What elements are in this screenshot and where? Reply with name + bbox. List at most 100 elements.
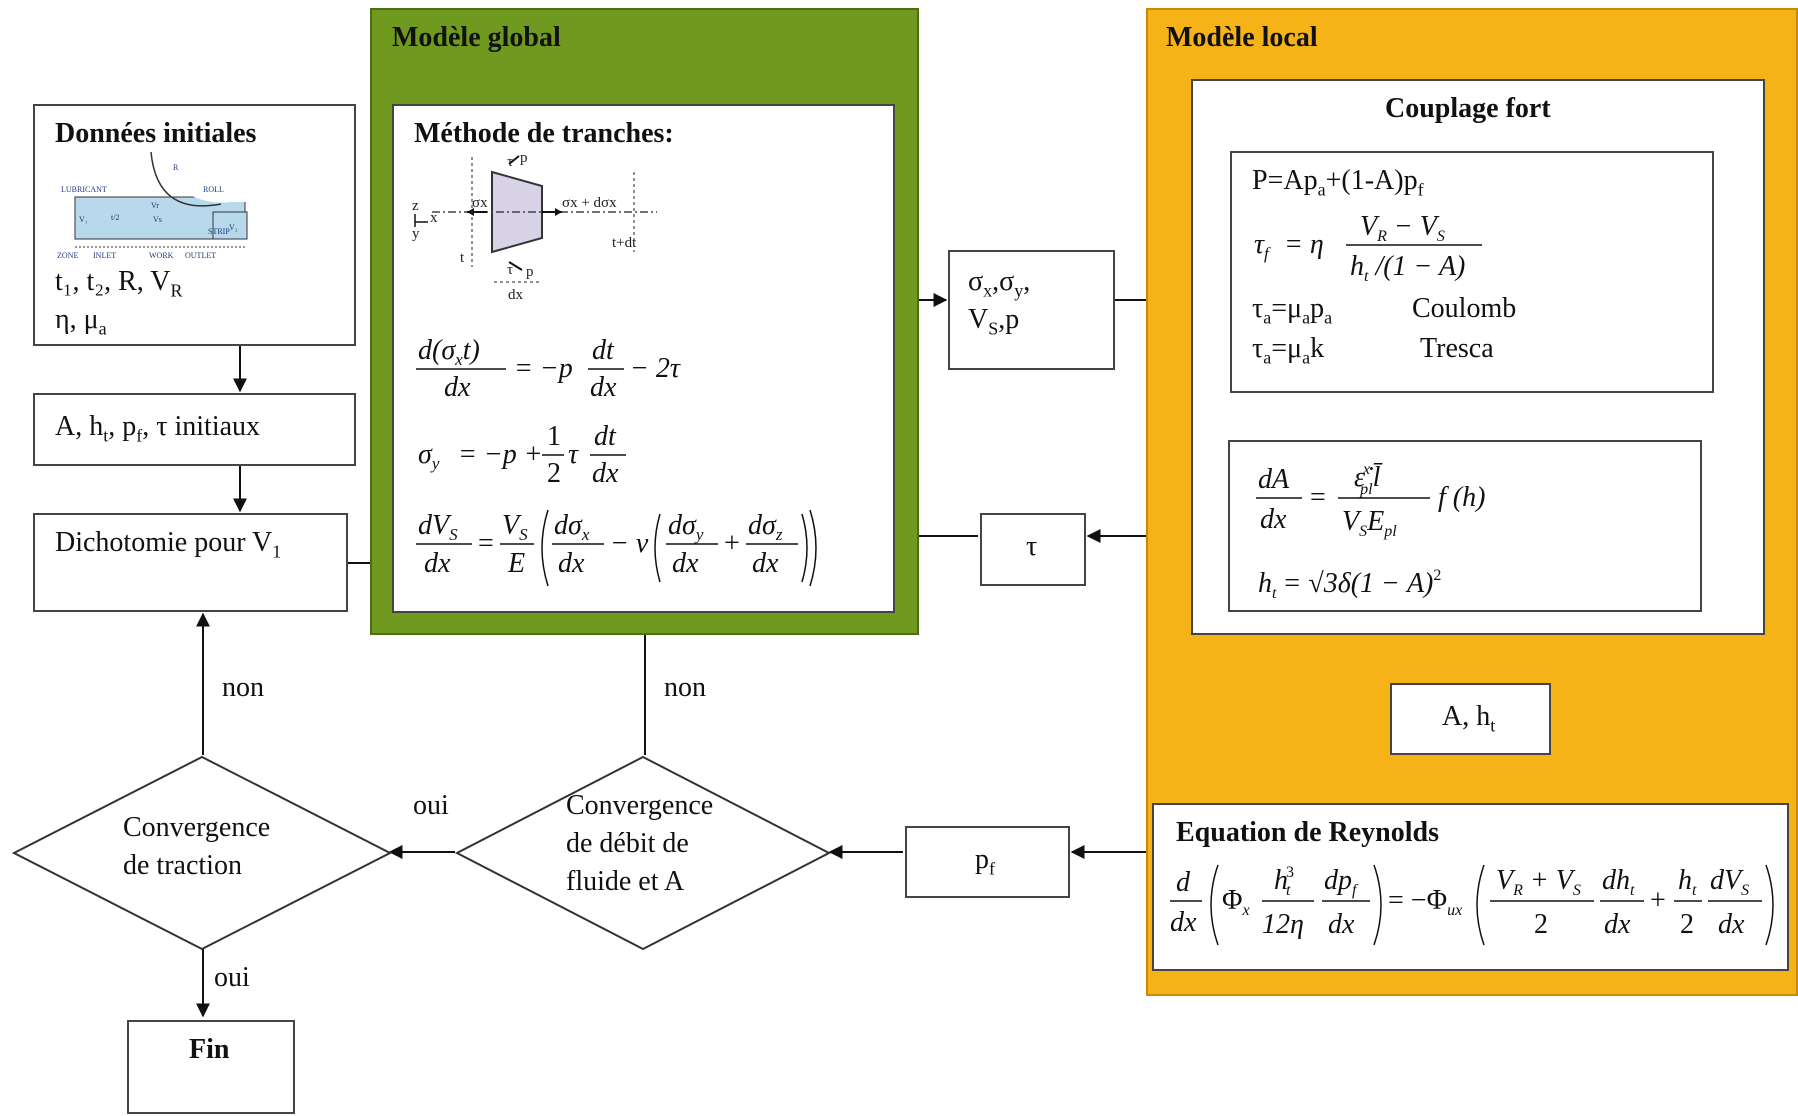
svg-text:ht /(1 − A): ht /(1 − A): [1350, 251, 1465, 283]
sketch-outlet: OUTLET: [185, 251, 216, 260]
svg-text:dA: dA: [1258, 464, 1290, 495]
traction-convergence-diamond: [12, 755, 392, 951]
sketch-inlet: INLET: [93, 251, 116, 260]
label-non-flow: non: [664, 672, 706, 703]
svg-text:dx: dx: [558, 548, 585, 579]
svg-text:dx: dx: [590, 372, 617, 402]
sketch-y: y: [412, 226, 420, 242]
svg-text:dx: dx: [444, 372, 471, 402]
local-model-title: Modèle local: [1166, 22, 1318, 53]
svg-text:12η: 12η: [1262, 909, 1304, 940]
sketch-dx: dx: [508, 287, 524, 303]
sketch-tau-top: τ: [507, 154, 513, 170]
equation-fluid-shear: τf = η VR − VS ht /(1 − A): [1254, 211, 1482, 283]
initial-data-title: Données initiales: [55, 118, 257, 149]
svg-text:τ: τ: [568, 439, 579, 470]
flow-convergence-line3: fluide et A: [566, 866, 685, 897]
svg-text:dt: dt: [592, 335, 615, 366]
sketch-z: z: [412, 198, 419, 214]
slices-method-box: Méthode de tranches: σx σx + dσx τ p τ p…: [392, 104, 895, 613]
svg-text:dht: dht: [1602, 865, 1635, 899]
svg-text:= −p: = −p: [514, 353, 573, 384]
initial-data-line1: t₁, t₂, R, VR: [55, 266, 183, 301]
sketch-t: t: [460, 250, 465, 266]
sketch-sigma-x: σx: [472, 195, 488, 211]
end-box: Fin: [127, 1020, 295, 1114]
equation-sigma-y: σy = −p + 1 2 τ dt dx: [418, 421, 626, 488]
reynolds-title: Equation de Reynolds: [1176, 817, 1439, 848]
svg-text:ht= √3δ(1 − A)2: ht= √3δ(1 − A)2: [1258, 567, 1441, 602]
label-tresca: Tresca: [1420, 333, 1494, 364]
svg-text:dx: dx: [1604, 909, 1631, 940]
dichotomy-label: Dichotomie pour V1: [55, 527, 282, 562]
svg-text:dσy: dσy: [668, 510, 704, 544]
svg-text:VS: VS: [502, 510, 528, 544]
pf-box: pf: [905, 826, 1070, 898]
global-outputs-box: σx,σy, VS,p: [948, 250, 1115, 370]
flow-convergence-line1: Convergence: [566, 790, 714, 821]
tau-box: τ: [980, 513, 1086, 586]
svg-text:τf: τf: [1254, 229, 1271, 263]
traction-convergence-line2: de traction: [123, 850, 242, 881]
sketch-strip: STRIP: [208, 227, 230, 236]
end-label: Fin: [189, 1034, 230, 1065]
sketch-vr: Vr: [151, 201, 159, 210]
initial-values-label: A, ht, pf, τ initiaux: [55, 411, 261, 446]
svg-text:2: 2: [1534, 909, 1548, 940]
coupling-equations-box: P=Apa+(1-A)pf τf = η VR − VS ht /(1 − A)…: [1230, 151, 1714, 393]
rolling-sketch: LUBRICANT ROLL STRIP R V₁ V₂ Vr Vs t/2 Z…: [57, 152, 293, 260]
equation-film-thickness: ht= √3δ(1 − A)2: [1258, 567, 1441, 602]
equation-tresca: τa=μak: [1252, 333, 1325, 368]
sketch-vs: Vs: [153, 215, 162, 224]
label-oui-traction: oui: [214, 962, 250, 993]
svg-text:VR − VS: VR − VS: [1360, 211, 1445, 245]
sketch-zone: ZONE: [57, 251, 78, 260]
svg-text:VSEpl: VSEpl: [1342, 506, 1397, 540]
svg-text:+: +: [724, 528, 740, 559]
svg-text:dt: dt: [594, 421, 617, 452]
svg-text:dσx: dσx: [554, 510, 590, 544]
initial-data-line2: η, μa: [55, 304, 107, 339]
strong-coupling-title: Couplage fort: [1385, 93, 1551, 124]
svg-text:σy: σy: [418, 439, 440, 473]
initial-values-box: A, ht, pf, τ initiaux: [33, 393, 356, 466]
svg-text:dpf: dpf: [1324, 865, 1359, 899]
label-coulomb: Coulomb: [1412, 293, 1517, 324]
equation-strip-velocity: dVS dx = VS E dσx dx − ν dσy dx + dσz dx: [416, 509, 817, 587]
sketch-p-top: p: [520, 152, 528, 166]
svg-text:ht: ht: [1678, 865, 1697, 899]
svg-text:d(σxt): d(σxt): [418, 335, 480, 369]
svg-text:2: 2: [1680, 909, 1694, 940]
initial-data-box: Données initiales LUBRICANT ROLL STRIP R…: [33, 104, 356, 346]
traction-convergence-line1: Convergence: [123, 812, 271, 843]
sketch-t-dt: t+dt: [612, 235, 637, 251]
svg-text:Φx: Φx: [1222, 885, 1250, 919]
svg-text:dx: dx: [1718, 909, 1745, 940]
svg-text:dx: dx: [1170, 907, 1197, 938]
equation-slice-equilibrium: d(σxt) dx = −p dt dx − 2τ: [416, 335, 681, 402]
equation-total-pressure: P=Apa+(1-A)pf: [1252, 165, 1424, 200]
sketch-x: x: [430, 210, 438, 226]
svg-text:= η: = η: [1284, 229, 1324, 260]
sketch-v1: V₁: [79, 215, 88, 224]
a-ht-box: A, ht: [1390, 683, 1551, 755]
svg-text:+: +: [1650, 885, 1666, 916]
svg-text:d: d: [1176, 867, 1191, 898]
sketch-v2: V₂: [229, 223, 238, 232]
sketch-sigma-x-dx: σx + dσx: [562, 195, 617, 211]
svg-text:dx: dx: [1260, 504, 1287, 535]
sketch-lubricant: LUBRICANT: [61, 185, 107, 194]
sketch-p-bottom: p: [526, 264, 534, 280]
sketch-tau-bottom: τ: [507, 262, 513, 278]
svg-text:dx: dx: [752, 548, 779, 579]
svg-text:1: 1: [547, 421, 561, 452]
a-ht-label: A, ht: [1442, 701, 1496, 736]
slice-sketch: σx σx + dσx τ p τ p t t+dt dx z x y: [412, 152, 657, 303]
svg-text:dx: dx: [672, 548, 699, 579]
svg-text:f (h): f (h): [1438, 482, 1485, 513]
